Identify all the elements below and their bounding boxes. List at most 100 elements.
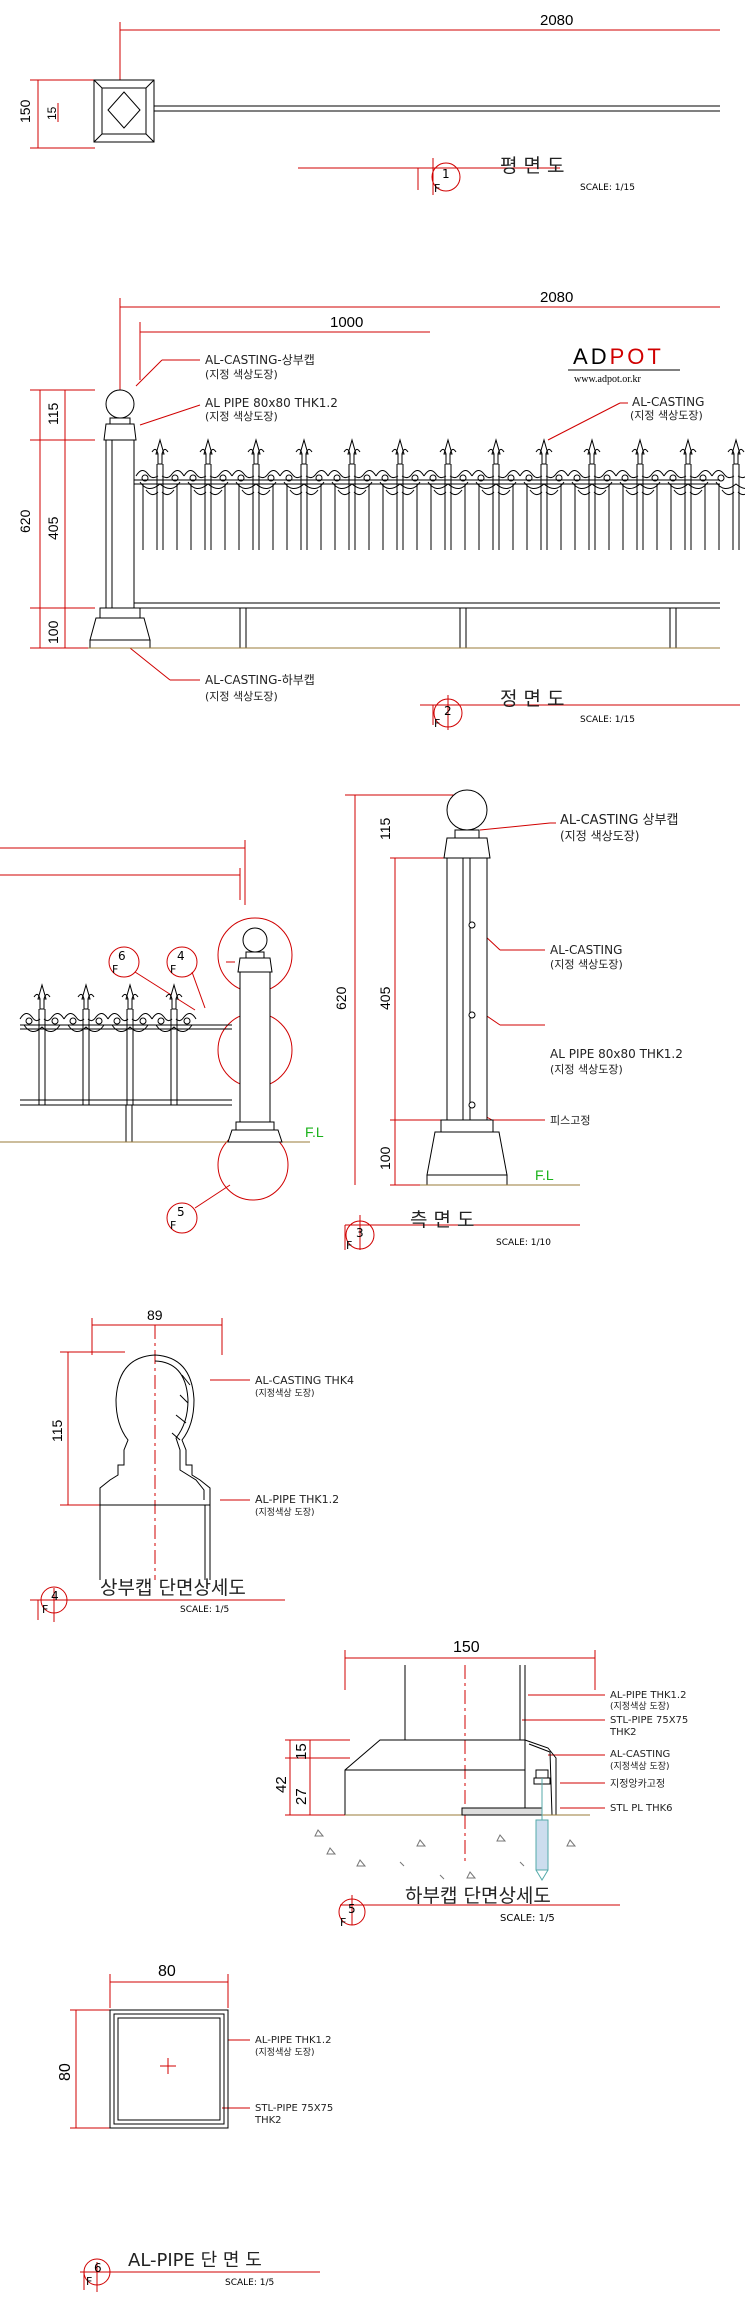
d4-label-pipe-1: AL-PIPE THK1.2 (255, 1493, 339, 1506)
side-label-pipe-1: AL PIPE 80x80 THK1.2 (550, 1047, 683, 1061)
d6-marker-sheet: F (86, 2275, 92, 2288)
side-callout-6-sheet: F (112, 963, 118, 976)
plan-dim-total: 2080 (540, 12, 573, 29)
front-rails (88, 479, 720, 649)
d6-scale: SCALE: 1/5 (225, 2278, 274, 2288)
front-dim-total: 2080 (540, 289, 573, 306)
front-post (89, 389, 151, 649)
side-marker-num: 3 (356, 1226, 364, 1240)
front-label-casting-1: AL-CASTING (632, 395, 704, 409)
d5-label-anchor: 지정앙카고정 (610, 1778, 665, 1790)
d4-title: 상부캡 단면상세도 (100, 1577, 246, 1599)
side-label-topcap-2: (지정 색상도장) (560, 829, 639, 843)
d5-label-stl-2: THK2 (609, 1727, 637, 1738)
d5-dim-width: 150 (453, 1639, 480, 1656)
front-scale: SCALE: 1/15 (580, 715, 635, 725)
side-dim-height: 620 (333, 986, 349, 1010)
d4-dim-width: 89 (147, 1307, 163, 1323)
side-view: 6 F 4 F 5 F (0, 789, 683, 1252)
front-label-topcap-2: (지정 색상도장) (205, 368, 278, 381)
side-callout-6: 6 (118, 949, 126, 963)
d5-label-pipe-2: (지정색상 도장) (610, 1701, 670, 1712)
plan-dim-inner: 15 (45, 106, 59, 120)
d5-marker-sheet: F (340, 1916, 346, 1929)
plan-marker-sheet: F (434, 182, 440, 195)
d4-label-pipe-2: (지정색상 도장) (255, 1507, 315, 1518)
d4-marker-num: 4 (51, 1589, 59, 1603)
front-title-marker: 2 F 정 면 도 SCALE: 1/15 (433, 688, 635, 730)
d5-label-pipe-1: AL-PIPE THK1.2 (610, 1690, 686, 1701)
d4-label-casting-2: (지정색상 도장) (255, 1388, 315, 1399)
d6-title-marker: 6 F AL-PIPE 단 면 도 SCALE: 1/5 (80, 2250, 320, 2292)
front-fence-panel (135, 439, 745, 551)
front-marker-num: 2 (444, 704, 452, 718)
side-callout-4: 4 (177, 949, 185, 963)
d5-label-stl-1: STL-PIPE 75X75 (610, 1715, 688, 1726)
plan-marker-num: 1 (442, 167, 450, 181)
plan-title: 평 면 도 (500, 155, 565, 177)
side-fl-label-left: F.L (305, 1124, 324, 1140)
front-label-botcap-2: (지정 색상도장) (205, 690, 278, 703)
d5-dim-b: 15 (293, 1743, 310, 1760)
front-label-topcap-1: AL-CASTING-상부캡 (205, 353, 315, 367)
d4-title-marker: 4 F 상부캡 단면상세도 SCALE: 1/5 (30, 1577, 285, 1622)
d6-label-stl-1: STL-PIPE 75X75 (255, 2103, 333, 2114)
front-label-casting-2: (지정 색상도장) (630, 409, 703, 422)
plan-scale: SCALE: 1/15 (580, 183, 635, 193)
front-label-botcap-1: AL-CASTING-하부캡 (205, 673, 315, 687)
side-label-casting-1: AL-CASTING (550, 943, 622, 957)
front-dim-bottom: 100 (45, 620, 61, 644)
d6-dim-height: 80 (57, 2063, 74, 2081)
d5-dim-total: 42 (273, 1776, 290, 1793)
plan-view: 2080 150 15 1 F 평 면 도 SCALE: 1/15 (17, 12, 720, 195)
side-callout-5-sheet: F (170, 1219, 176, 1232)
d4-label-casting-1: AL-CASTING THK4 (255, 1374, 354, 1387)
detail5-bottomcap-section: 150 42 27 15 AL-PIPE THK1.2 (지정색상 도장) ST… (273, 1639, 688, 1929)
front-dim-top: 115 (45, 402, 61, 425)
d5-cap-drawing (314, 1665, 590, 1881)
d4-cap-drawing (99, 1354, 211, 1580)
d6-label-pipe-2: (지정색상 도장) (255, 2047, 315, 2058)
d5-marker-num: 5 (348, 1902, 356, 1916)
d6-dim-width: 80 (158, 1963, 176, 1980)
side-scale: SCALE: 1/10 (496, 1238, 551, 1248)
front-dim-half: 1000 (330, 314, 363, 331)
front-label-pipe-2: (지정 색상도장) (205, 410, 278, 423)
d5-title: 하부캡 단면상세도 (405, 1885, 551, 1907)
front-label-pipe-1: AL PIPE 80x80 THK1.2 (205, 396, 338, 410)
side-label-topcap-1: AL-CASTING 상부캡 (560, 813, 678, 828)
d4-marker-sheet: F (42, 1603, 48, 1616)
side-label-casting-2: (지정 색상도장) (550, 958, 623, 971)
side-dim-mid: 405 (377, 986, 393, 1010)
brand-url: www.adpot.or.kr (574, 374, 642, 385)
brand-logo: ADPOT www.adpot.or.kr (568, 344, 680, 385)
d6-pipe-drawing (109, 2009, 229, 2129)
front-marker-sheet: F (434, 717, 440, 730)
side-callout-4-sheet: F (170, 963, 176, 976)
brand-name: ADPOT (573, 344, 664, 369)
side-dim-top: 115 (377, 817, 393, 840)
d5-scale: SCALE: 1/5 (500, 1913, 555, 1924)
plan-rail (154, 105, 720, 112)
d4-scale: SCALE: 1/5 (180, 1605, 229, 1615)
side-label-screw: 피스고정 (550, 1114, 590, 1127)
d4-dim-height: 115 (49, 1419, 65, 1442)
front-dim-height: 620 (17, 509, 33, 533)
d6-title: AL-PIPE 단 면 도 (128, 2250, 262, 2271)
side-fl-label-right: F.L (535, 1167, 554, 1183)
plan-title-marker: 1 F 평 면 도 SCALE: 1/15 (431, 155, 635, 195)
side-dim-bottom: 100 (377, 1146, 393, 1170)
d6-marker-num: 6 (94, 2261, 102, 2275)
side-post (420, 789, 580, 1186)
d5-label-cast-1: AL-CASTING (610, 1749, 670, 1760)
side-partial-post (227, 927, 283, 1143)
plan-dim-side: 150 (17, 99, 33, 123)
d5-label-cast-2: (지정색상 도장) (610, 1761, 670, 1772)
d5-label-plate: STL PL THK6 (610, 1803, 673, 1814)
side-label-pipe-2: (지정 색상도장) (550, 1063, 623, 1076)
detail6-pipe-section: 80 80 AL-PIPE THK1.2 (지정색상 도장) STL-PIPE … (57, 1963, 333, 2292)
front-title: 정 면 도 (500, 688, 565, 710)
side-title-marker: 3 F 측 면 도 SCALE: 1/10 (345, 1209, 551, 1252)
front-view: 2080 1000 620 115 405 100 ADPOT www.adpo… (17, 289, 745, 730)
